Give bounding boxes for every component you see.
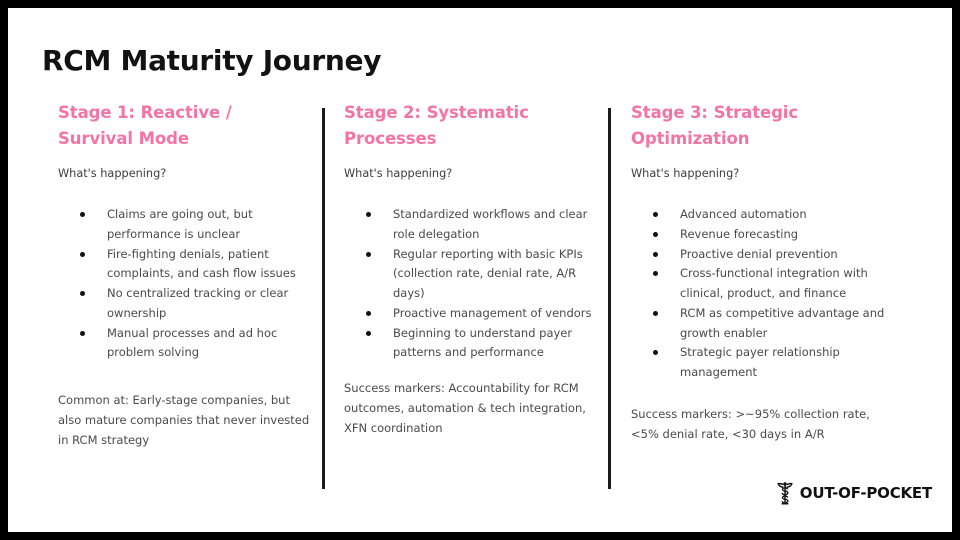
bullet-dot-icon	[366, 330, 371, 336]
stage-3-bullet-list: Advanced automation Revenue forecasting …	[631, 205, 893, 383]
list-item: Regular reporting with basic KPIs (colle…	[344, 245, 596, 304]
list-item: Beginning to understand payer patterns a…	[344, 324, 596, 364]
bullet-dot-icon	[653, 212, 658, 218]
stage-2-bullet-list: Standardized workflows and clear role de…	[344, 205, 596, 363]
bullet-dot-icon	[80, 212, 85, 218]
bullet-dot-icon	[653, 251, 658, 257]
list-item: No centralized tracking or clear ownersh…	[58, 284, 310, 324]
stage-column-3: Stage 3: Strategic Optimization What's h…	[631, 100, 893, 444]
list-item-text: Advanced automation	[680, 207, 807, 222]
stage-column-1: Stage 1: Reactive / Survival Mode What's…	[58, 100, 310, 450]
caduceus-icon	[777, 482, 793, 505]
bullet-dot-icon	[80, 291, 85, 297]
stage-column-2: Stage 2: Systematic Processes What's hap…	[344, 100, 596, 438]
bullet-dot-icon	[653, 310, 658, 316]
bullet-dot-icon	[80, 251, 85, 257]
stage-1-footnote: Common at: Early-stage companies, but al…	[58, 393, 310, 447]
stage-3-footnote: Success markers: >~95% collection rate, …	[631, 406, 870, 441]
list-item-text: Revenue forecasting	[680, 226, 799, 241]
bullet-dot-icon	[366, 310, 371, 316]
list-item: Cross-functional integration with clinic…	[631, 264, 893, 304]
list-item-text: No centralized tracking or clear ownersh…	[107, 286, 289, 320]
list-item: Claims are going out, but performance is…	[58, 205, 310, 245]
list-item: Revenue forecasting	[631, 225, 893, 245]
list-item: RCM as competitive advantage and growth …	[631, 304, 893, 344]
logo-wordmark: OUT-OF-POCKET	[799, 484, 932, 502]
page-title: RCM Maturity Journey	[42, 44, 382, 77]
list-item-text: Manual processes and ad hoc problem solv…	[107, 325, 278, 360]
bullet-dot-icon	[653, 231, 658, 237]
bullet-dot-icon	[80, 330, 85, 336]
bullet-dot-icon	[366, 251, 371, 257]
list-item-text: Proactive management of vendors	[393, 305, 592, 320]
list-item-text: Beginning to understand payer patterns a…	[393, 325, 573, 360]
stage-2-title: Stage 2: Systematic Processes	[344, 103, 529, 149]
list-item-text: Claims are going out, but performance is…	[107, 207, 253, 241]
list-item-text: Standardized workflows and clear role de…	[393, 207, 588, 241]
bullet-dot-icon	[653, 271, 658, 277]
stage-1-bullet-list: Claims are going out, but performance is…	[58, 205, 310, 363]
list-item: Standardized workflows and clear role de…	[344, 205, 596, 245]
stage-3-title: Stage 3: Strategic Optimization	[631, 103, 799, 149]
list-item: Fire-fighting denials, patient complaint…	[58, 245, 310, 285]
stage-2-subheading: What's happening?	[344, 167, 453, 181]
bullet-dot-icon	[653, 350, 658, 356]
stage-2-footnote: Success markers: Accountability for RCM …	[344, 381, 586, 435]
list-item: Advanced automation	[631, 205, 893, 225]
list-item-text: Regular reporting with basic KPIs (colle…	[393, 246, 583, 301]
list-item-text: Fire-fighting denials, patient complaint…	[107, 246, 296, 281]
column-divider-2	[608, 108, 611, 489]
stage-1-title: Stage 1: Reactive / Survival Mode	[58, 103, 232, 149]
stage-1-subheading: What's happening?	[58, 167, 167, 181]
list-item-text: Proactive denial prevention	[680, 246, 838, 261]
list-item-text: Cross-functional integration with clinic…	[680, 266, 868, 301]
stage-3-subheading: What's happening?	[631, 167, 740, 181]
list-item: Proactive management of vendors	[344, 304, 596, 324]
stage-columns: Stage 1: Reactive / Survival Mode What's…	[8, 100, 952, 490]
list-item: Proactive denial prevention	[631, 245, 893, 265]
list-item: Manual processes and ad hoc problem solv…	[58, 324, 310, 364]
list-item-text: Strategic payer relationship management	[680, 345, 840, 380]
bullet-dot-icon	[366, 212, 371, 218]
brand-logo: OUT-OF-POCKET	[772, 480, 932, 506]
column-divider-1	[322, 108, 325, 489]
list-item-text: RCM as competitive advantage and growth …	[680, 305, 885, 340]
slide-canvas: RCM Maturity Journey Stage 1: Reactive /…	[8, 8, 952, 532]
list-item: Strategic payer relationship management	[631, 343, 893, 383]
